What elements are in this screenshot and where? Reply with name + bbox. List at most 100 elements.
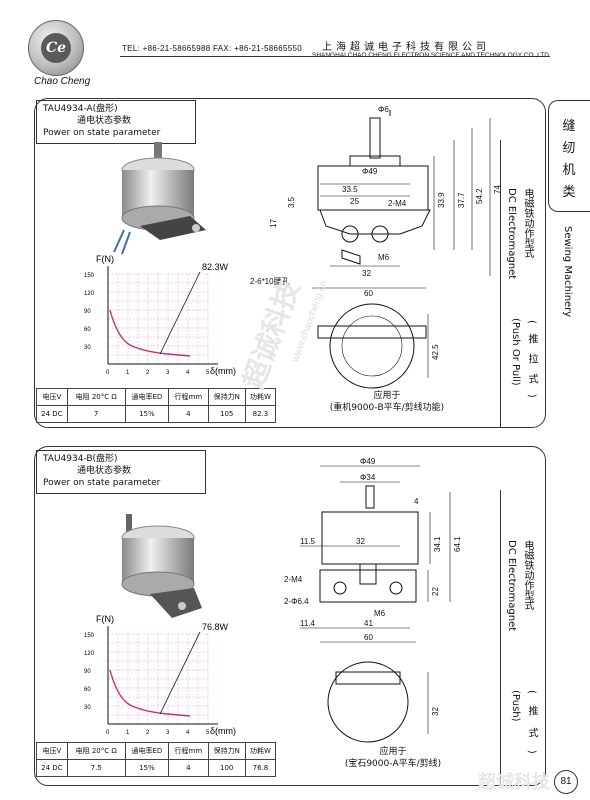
x-tick-label: 2: [146, 730, 150, 736]
y-tick-label: 30: [84, 705, 91, 711]
dim-3-5-a: 3.5: [287, 196, 296, 208]
td-voltage: 24 DC: [36, 759, 68, 777]
side-divider-a: [500, 140, 501, 428]
dim-m4-b: 2-M4: [284, 575, 303, 584]
dim-41-b: 41: [364, 619, 373, 628]
dim-22-b: 22: [431, 587, 440, 596]
push-pull-en: (Push Or Pull): [510, 318, 521, 386]
company-name-en: SHANGHAI CHAO CHENG ELECTRON SCIENCE AND…: [312, 52, 551, 59]
brand-name: Chao Cheng: [34, 76, 91, 87]
x-tick-label: 2: [146, 370, 150, 376]
x-tick-label: 1: [126, 370, 130, 376]
td-duty: 15%: [124, 405, 170, 423]
x-tick-label: 3: [166, 730, 170, 736]
dim-4-b: 4: [414, 497, 419, 506]
x-tick-label: 4: [186, 370, 190, 376]
product-b-state-cn: 通电状态参数: [77, 466, 132, 476]
dim-37-7-a: 37.7: [457, 192, 466, 208]
dim-11-4-b: 11.4: [300, 619, 316, 628]
product-b-header: TAU4934-B(盘形) 通电状态参数 Power on state para…: [36, 450, 206, 494]
dim-17-a: 17: [269, 219, 278, 228]
y-tick-label: 90: [84, 669, 91, 675]
y-axis-label-a: F(N): [96, 254, 114, 264]
y-tick-label: 90: [84, 309, 91, 315]
application-a: 应用于 (重机9000-B平车/剪线功能): [312, 390, 462, 414]
company-logo: Ce: [28, 20, 84, 76]
dim-m4-a: 2-M4: [388, 199, 407, 208]
product-b-illustration: [121, 514, 202, 618]
x-tick-label: 5: [206, 730, 210, 736]
td-holding: 105: [207, 405, 246, 423]
application-label-b: 应用于: [379, 747, 407, 757]
dim-m6-a: M6: [378, 253, 390, 262]
x-axis-label-b: δ(mm): [210, 726, 236, 736]
y-axis-label-b: F(N): [96, 614, 114, 624]
shaft-a: [154, 142, 162, 168]
product-panel-a: [34, 98, 546, 428]
td-voltage: 24 DC: [36, 405, 68, 423]
application-label-a: 应用于: [373, 391, 401, 401]
spec-table-b: 电压V 电阻 20°C Ω 通电率ED 行程mm 保持力N 功耗W 24 DC …: [36, 742, 277, 777]
td-stroke: 4: [168, 405, 209, 423]
dim-42-5-a: 42.5: [431, 344, 440, 360]
curve-label-leader-b: [159, 631, 201, 715]
category-en: Sewing Machinery: [562, 226, 573, 318]
x-axis-label-a: δ(mm): [210, 366, 236, 376]
technical-drawing-b: Φ49 Φ34 4 11.5 32 34.1 64.1 2-M4 2-Φ6.4 …: [284, 457, 462, 743]
category-tab: [548, 100, 590, 212]
plot-grid-a: [107, 273, 209, 365]
dim-60-b: 60: [364, 633, 373, 642]
product-a-state-cn: 通电状态参数: [77, 116, 132, 126]
dim-33-5-a: 33.5: [342, 185, 358, 194]
dim-body-a: Φ49: [362, 167, 378, 176]
th-voltage: 电压V: [36, 742, 68, 760]
x-tick-label: 5: [206, 370, 210, 376]
th-stroke: 行程mm: [168, 388, 209, 406]
dim-34-1-b: 34.1: [433, 536, 442, 552]
dim-60-a: 60: [364, 289, 373, 298]
dim-32v-b: 32: [431, 707, 440, 716]
page-number: 81: [554, 770, 578, 794]
td-power: 76.8: [244, 759, 277, 777]
type-cn-b: 电磁铁动作型式: [522, 540, 533, 610]
x-tick-label: 0: [106, 370, 110, 376]
td-resistance: 7.5: [66, 759, 126, 777]
y-tick-label: 150: [84, 633, 95, 639]
dim-body-b: Φ49: [360, 457, 376, 466]
application-text-a: (重机9000-B平车/剪线功能): [329, 403, 445, 413]
th-duty: 通电率ED: [124, 742, 170, 760]
product-b-state-en: Power on state parameter: [43, 478, 161, 488]
category-cn: 缝 纫 机 类: [562, 119, 576, 200]
plot-grid-b: [107, 633, 209, 725]
th-voltage: 电压V: [36, 388, 68, 406]
td-holding: 100: [207, 759, 246, 777]
th-holding: 保持力N: [207, 742, 246, 760]
td-duty: 15%: [124, 759, 170, 777]
x-tick-label: 4: [186, 730, 190, 736]
logo-mark: Ce: [41, 33, 71, 63]
y-tick-label: 120: [84, 291, 95, 297]
x-tick-label: 0: [106, 730, 110, 736]
product-a-illustration: [113, 142, 206, 255]
side-divider-b: [500, 490, 501, 786]
dim-34-b: Φ34: [360, 473, 376, 482]
y-tick-label: 120: [84, 651, 95, 657]
x-tick-label: 3: [166, 370, 170, 376]
push-cn: (推式): [526, 690, 537, 766]
company-name-cn: 上海超诚电子科技有限公司: [322, 42, 490, 53]
td-stroke: 4: [168, 759, 209, 777]
y-tick-label: 150: [84, 273, 95, 279]
footer-watermark: 超诚科技: [478, 772, 550, 793]
product-a-header: TAU4934-A(盘形) 通电状态参数 Power on state para…: [36, 100, 196, 144]
type-en-b: DC Electromagnet: [506, 540, 517, 632]
dim-25-a: 25: [350, 197, 359, 206]
dim-33-9-a: 33.9: [437, 192, 446, 208]
product-a-model: TAU4934-A(盘形): [43, 104, 118, 114]
dim-32-b: 32: [356, 537, 365, 546]
dim-shaft-a: Φ6: [378, 105, 389, 114]
dim-11-5-b: 11.5: [300, 537, 316, 546]
dim-54-2-a: 54.2: [475, 188, 484, 204]
curve-label-leader-a: [159, 271, 201, 355]
td-power: 82.3: [244, 405, 277, 423]
